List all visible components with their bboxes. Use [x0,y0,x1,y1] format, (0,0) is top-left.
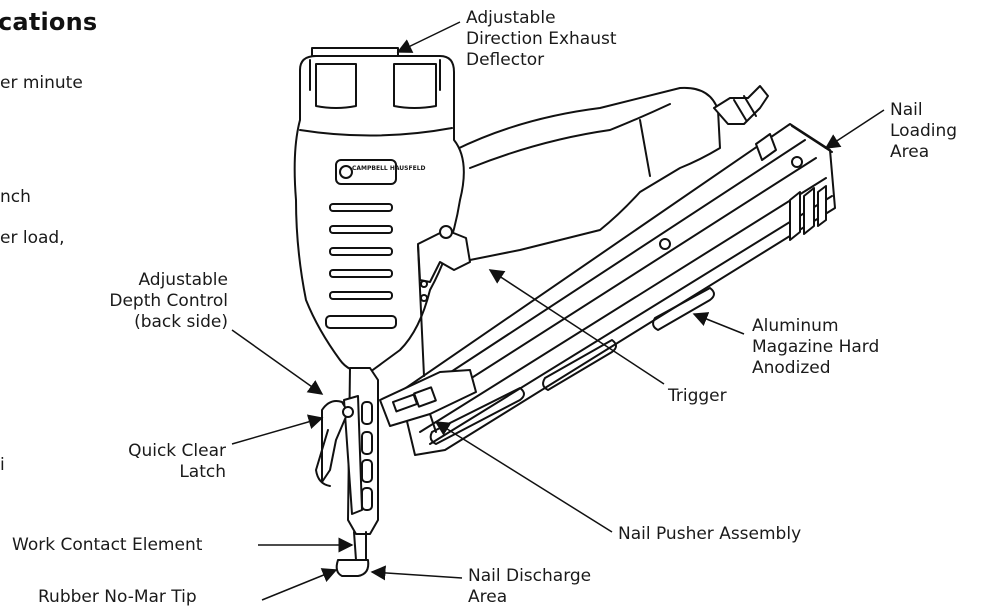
nail-pusher [379,369,477,433]
leader-exhaust-deflector [396,21,461,53]
callout-depth-control: Adjustable Depth Control (back side) [109,270,228,332]
leader-rubber-tip [261,568,338,601]
leader-trigger [488,269,665,385]
callout-quick-clear: Quick Clear Latch [128,441,226,482]
section-heading: cations [0,8,98,36]
spec-fragment-1: er minute [0,73,83,93]
callout-magazine: Aluminum Magazine Hard Anodized [752,316,880,378]
handle [439,85,769,261]
leader-depth-control [231,329,324,395]
trigger-assembly [417,225,471,377]
leader-magazine [692,312,745,335]
leader-nail-pusher [434,421,613,533]
leader-nail-loading [824,109,885,149]
callout-nail-discharge: Nail Discharge Area [468,566,592,607]
callout-nail-pusher: Nail Pusher Assembly [618,524,802,544]
leader-quick-clear [231,414,324,445]
nose-assembly [315,367,379,577]
callout-exhaust-deflector: Adjustable Direction Exhaust Deflector [466,8,617,70]
brand-badge-text: CAMPBELL HAUSFELD [352,165,426,172]
callout-trigger: Trigger [668,386,727,406]
callout-nail-loading: Nail Loading Area [890,100,958,162]
callout-rubber-tip: Rubber No-Mar Tip [38,587,197,607]
callout-work-contact: Work Contact Element [12,535,203,555]
spec-fragment-3: er load, [0,228,65,248]
spec-fragment-2: nch [0,187,31,207]
motor-housing [293,47,465,374]
magazine-rail [399,123,836,456]
spec-fragment-4: i [0,455,5,475]
leader-nail-discharge [370,565,463,581]
